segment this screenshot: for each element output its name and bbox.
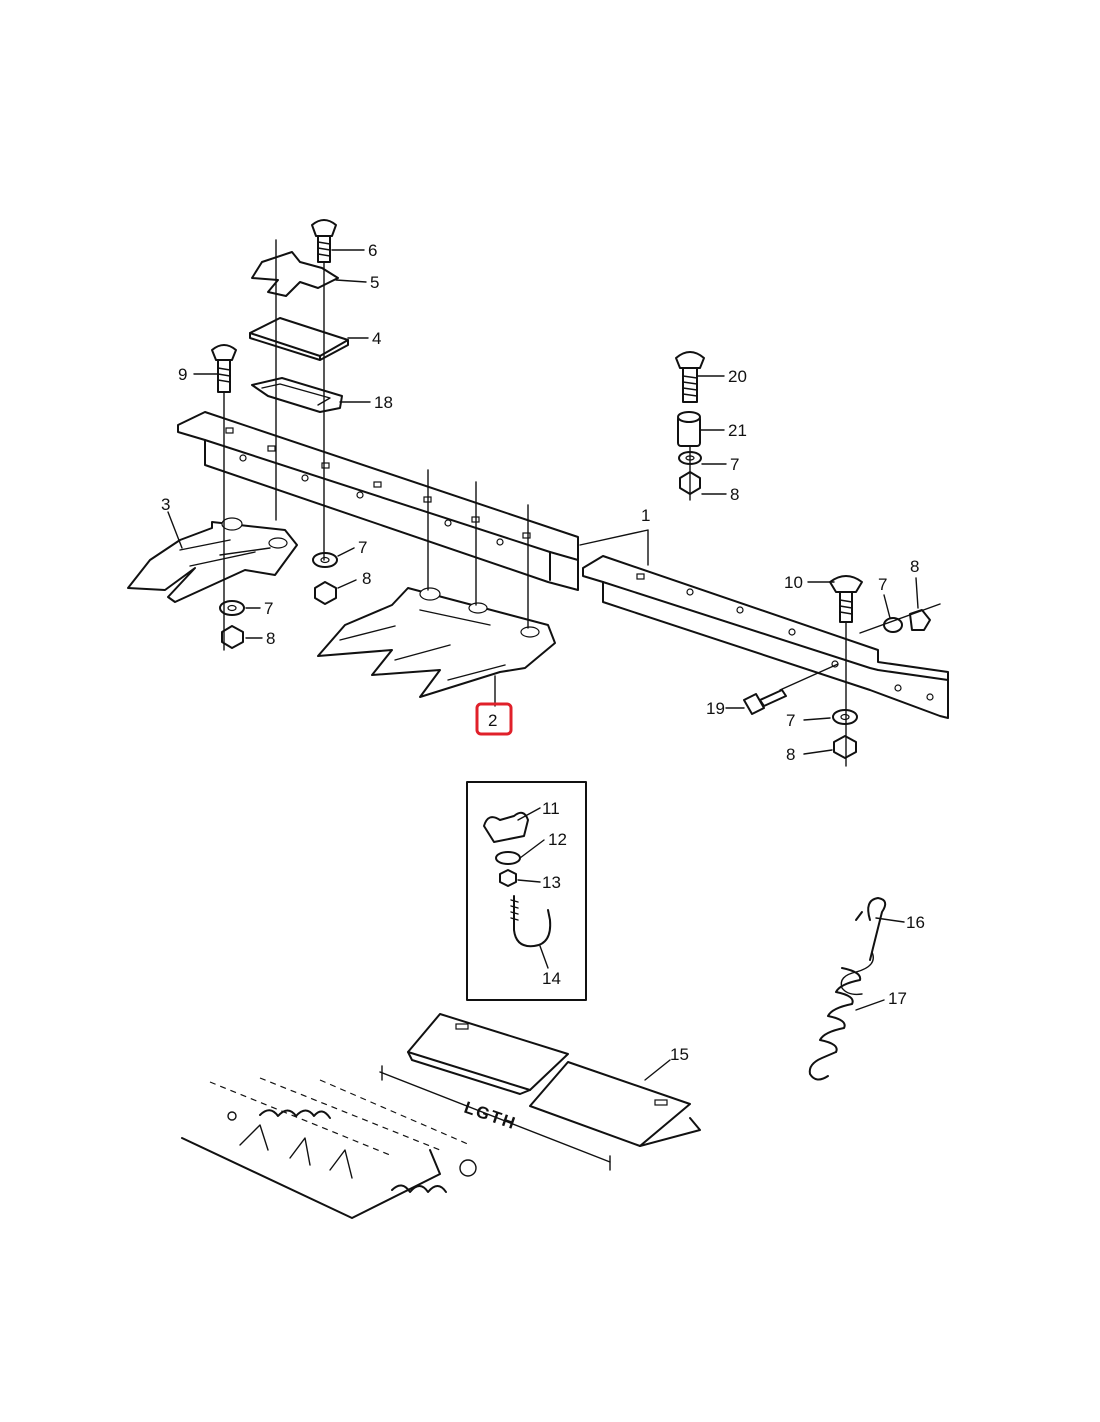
- callout-15: 15: [670, 1045, 689, 1064]
- top-plates: [249, 251, 349, 413]
- callout-14: 14: [542, 969, 561, 988]
- highlight-box-callout-2: [475, 702, 513, 736]
- callout-7e: 7: [786, 711, 795, 730]
- callout-leaders: [167, 249, 919, 1081]
- callout-4: 4: [372, 329, 381, 348]
- callout-6: 6: [368, 241, 377, 260]
- callout-19: 19: [706, 699, 725, 718]
- spacer-21: [677, 411, 701, 447]
- callout-18: 18: [374, 393, 393, 412]
- bolt-9: [211, 344, 237, 393]
- callout-16: 16: [906, 913, 925, 932]
- callout-5: 5: [370, 273, 379, 292]
- callout-3: 3: [161, 495, 170, 514]
- callout-21: 21: [728, 421, 747, 440]
- callout-20: 20: [728, 367, 747, 386]
- callout-7c: 7: [730, 455, 739, 474]
- callout-8b: 8: [266, 629, 275, 648]
- callout-7d: 7: [878, 575, 887, 594]
- guard-triple: [317, 587, 556, 698]
- callout-8a: 8: [362, 569, 371, 588]
- dimension-label-length: LGTH: [462, 1098, 520, 1134]
- washers-and-nuts: [219, 451, 931, 759]
- sickle-assembly: [181, 1077, 477, 1219]
- callout-17: 17: [888, 989, 907, 1008]
- callout-8d: 8: [910, 557, 919, 576]
- bolt-10: [829, 575, 863, 623]
- bolt-20: [675, 351, 705, 403]
- spring-assembly: [808, 897, 887, 1081]
- callout-2: 2: [488, 711, 497, 730]
- cutter-bar-right: [582, 555, 949, 719]
- guard-double: [127, 517, 298, 603]
- callout-1: 1: [641, 506, 650, 525]
- callout-10: 10: [784, 573, 803, 592]
- divider-shields: [379, 1013, 701, 1171]
- bolt-6: [311, 219, 337, 263]
- callout-8c: 8: [730, 485, 739, 504]
- callout-8e: 8: [786, 745, 795, 764]
- callout-11: 11: [542, 799, 560, 818]
- callout-9: 9: [178, 365, 187, 384]
- callout-13: 13: [542, 873, 561, 892]
- callout-7b: 7: [264, 599, 273, 618]
- inset-box: [466, 781, 587, 1001]
- callout-7a: 7: [358, 538, 367, 557]
- fastener-center-lines: [223, 239, 941, 767]
- callout-12: 12: [548, 830, 567, 849]
- bolt-19: [743, 689, 787, 715]
